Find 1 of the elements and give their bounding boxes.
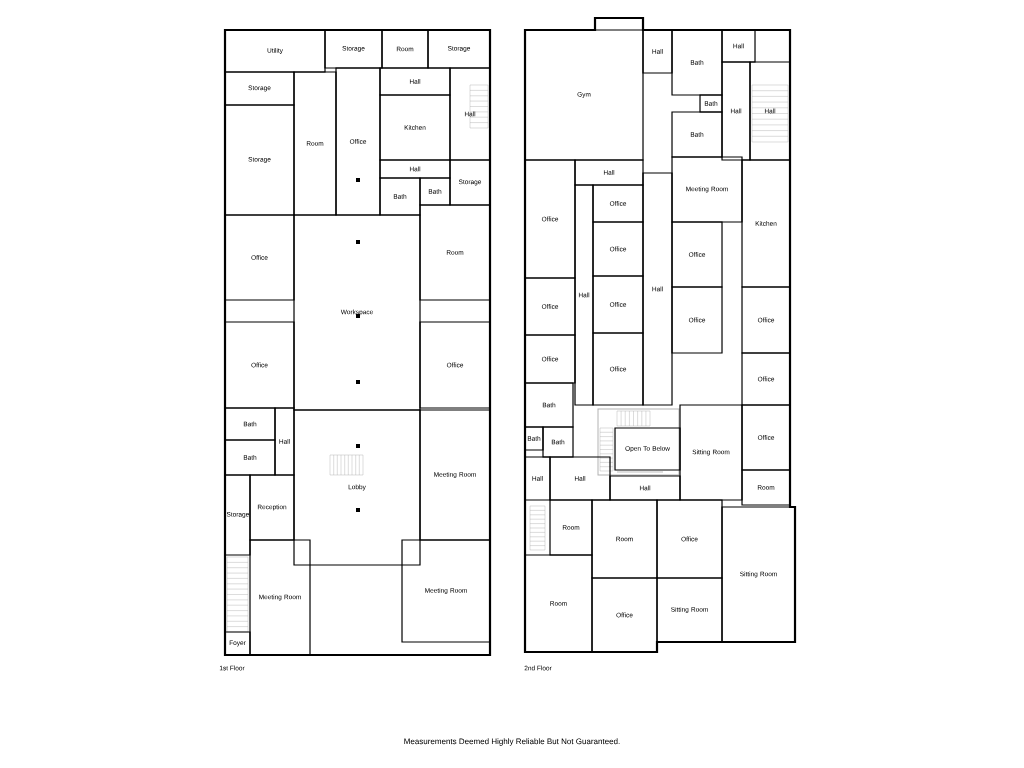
caption: Measurements Deemed Highly Reliable But Not Guaranteed. — [404, 738, 620, 746]
